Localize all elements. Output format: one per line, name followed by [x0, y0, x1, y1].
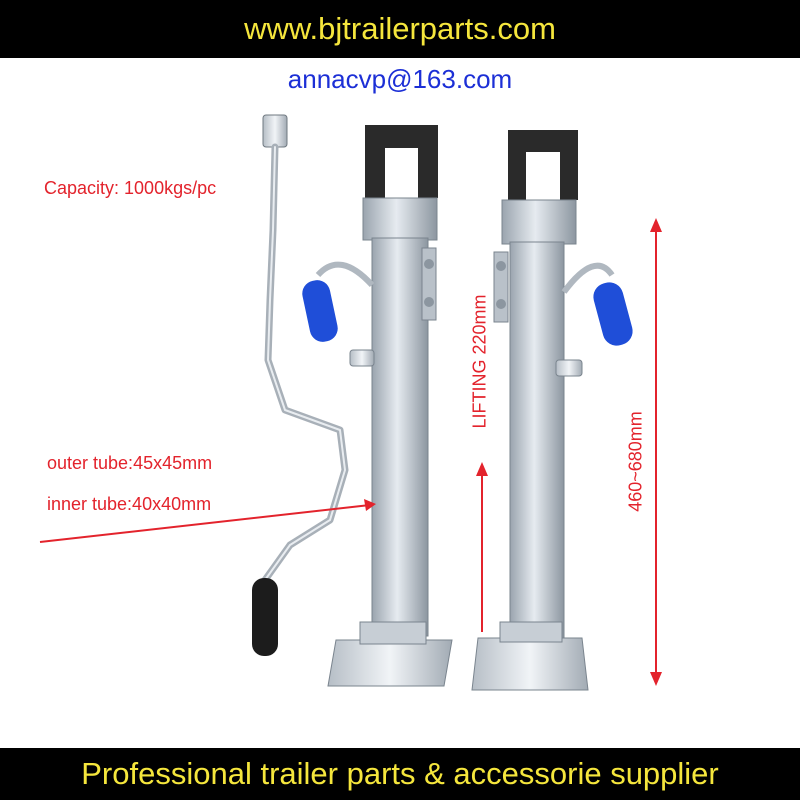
contact-email[interactable]: annacvp@163.com: [287, 64, 513, 94]
crank-handle: [252, 114, 349, 656]
slogan-banner: Professional trailer parts & accessorie …: [0, 748, 800, 800]
inner-tube-pointer: [39, 504, 371, 543]
capacity-label: Capacity: 1000kgs/pc: [44, 178, 217, 198]
slogan-text: Professional trailer parts & accessorie …: [81, 756, 719, 791]
dimension-arrows: [39, 218, 662, 686]
crank-grip: [252, 578, 278, 656]
left-jack-grip: [302, 280, 338, 342]
outer-tube-label: outer tube:45x45mm: [47, 453, 213, 473]
right-jack: [471, 130, 633, 691]
website-url[interactable]: www.bjtrailerparts.com: [244, 11, 556, 46]
website-banner: www.bjtrailerparts.com: [0, 0, 800, 58]
left-jack: [302, 125, 453, 687]
height-range-label: 460~680mm: [625, 411, 646, 512]
inner-tube-label: inner tube:40x40mm: [47, 494, 212, 514]
right-jack-grip: [593, 282, 633, 346]
lifting-label: LIFTING 220mm: [469, 294, 490, 429]
